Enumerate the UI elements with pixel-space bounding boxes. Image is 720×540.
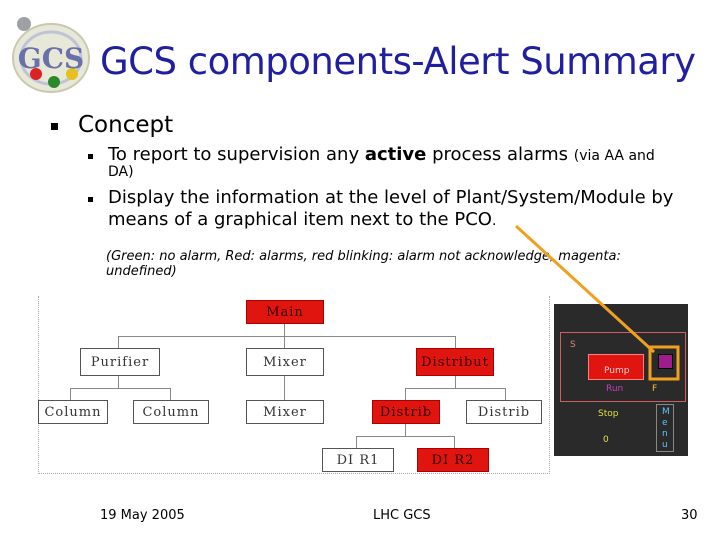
footer-date: 19 May 2005 (100, 508, 185, 523)
connector (405, 424, 406, 436)
f-label: F (652, 384, 658, 394)
connector (454, 436, 455, 448)
menu-letter-m: M (662, 407, 670, 417)
bullet-concept: Concept (78, 112, 174, 138)
connector (284, 324, 285, 336)
report-rest: process alarms (426, 144, 574, 165)
legend-note-line2: undefined) (106, 264, 177, 279)
menu-letter-e: e (662, 418, 668, 428)
connector (455, 336, 456, 348)
svg-text:GCS: GCS (18, 42, 84, 75)
report-text: To report to supervision any (108, 144, 365, 165)
legend-note-line1: (Green: no alarm, Red: alarms, red blink… (106, 249, 621, 264)
report-bold: active (364, 144, 427, 165)
connector (118, 336, 119, 348)
sub-bullet-square (88, 154, 93, 159)
connector (70, 388, 170, 389)
display-line2-text: means of a graphical item next to the PC… (108, 209, 492, 230)
menu-letter-n: n (662, 429, 668, 439)
connector (284, 336, 285, 348)
menu-button[interactable] (656, 404, 674, 452)
connector (356, 436, 357, 448)
bullet-square (51, 123, 58, 130)
page-number: 30 (681, 508, 698, 523)
panel-s-label: S (570, 340, 576, 350)
connector (118, 336, 455, 337)
pump-button[interactable] (588, 354, 644, 380)
node-distrib-alarm[interactable]: Distrib (372, 400, 440, 424)
connector (405, 388, 406, 400)
gcs-logo: GCS (12, 17, 90, 93)
sub-bullet-display-line1: Display the information at the level of … (108, 187, 674, 208)
node-column-2[interactable]: Column (133, 400, 209, 424)
connector (455, 376, 456, 388)
sub-bullet-report: To report to supervision any active proc… (108, 144, 655, 167)
node-main[interactable]: Main (246, 300, 324, 324)
menu-letter-u: u (662, 440, 668, 450)
node-mixer[interactable]: Mixer (246, 348, 324, 376)
node-distrib[interactable]: Distrib (466, 400, 542, 424)
node-purifier[interactable]: Purifier (80, 348, 160, 376)
connector (170, 388, 171, 400)
report-continuation: DA) (108, 164, 134, 180)
connector (505, 388, 506, 400)
node-di-r1[interactable]: DI R1 (322, 448, 394, 472)
node-mixer-2[interactable]: Mixer (246, 400, 324, 424)
connector (284, 376, 285, 400)
connector (405, 388, 505, 389)
alert-summary-indicator[interactable] (658, 354, 673, 369)
diagram-frame (38, 296, 550, 474)
run-label: Run (606, 384, 624, 394)
node-di-r2[interactable]: DI R2 (417, 448, 489, 472)
connector (70, 388, 71, 400)
report-small: (via AA and (573, 148, 655, 164)
value-readout: 0 (603, 435, 609, 445)
sub-bullet-square (88, 197, 93, 202)
footer-center: LHC GCS (373, 508, 431, 523)
node-column-1[interactable]: Column (38, 400, 108, 424)
stop-label: Stop (598, 409, 619, 419)
sub-bullet-display-line2: means of a graphical item next to the PC… (108, 209, 496, 232)
display-dot: . (491, 213, 497, 229)
pump-label: Pump (604, 366, 630, 376)
connector (356, 436, 454, 437)
slide-title: GCS components-Alert Summary (100, 40, 696, 83)
connector (118, 376, 119, 388)
node-distribut[interactable]: Distribut (416, 348, 494, 376)
